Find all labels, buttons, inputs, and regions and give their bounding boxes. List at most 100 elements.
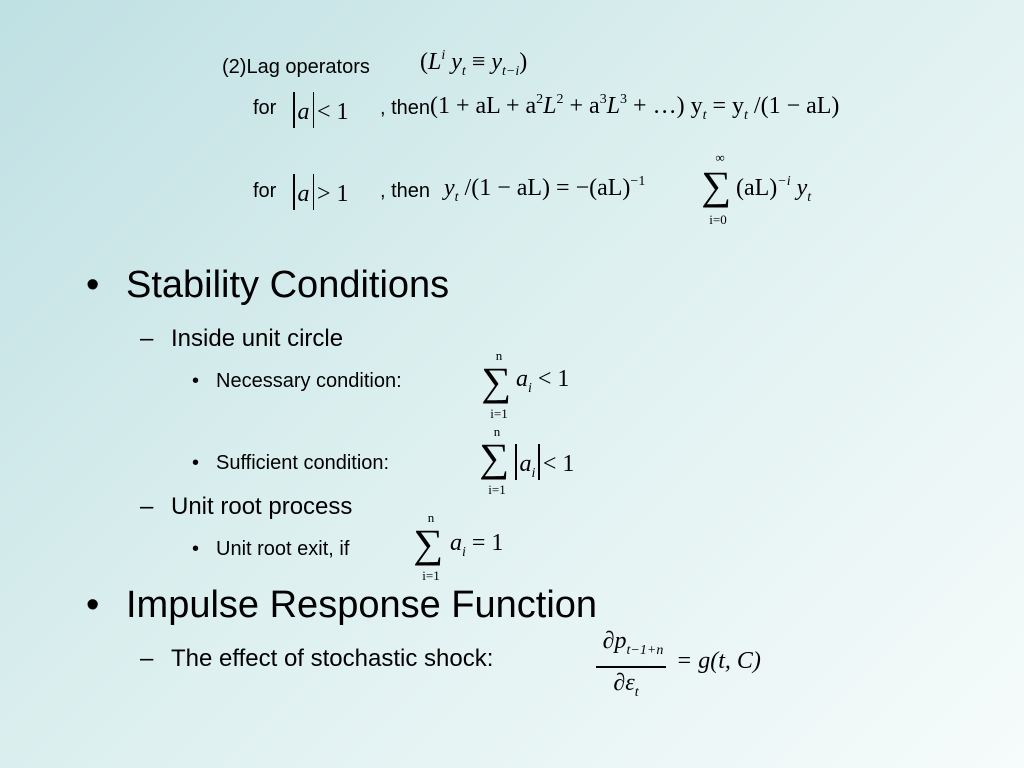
suf-i: i <box>531 466 536 481</box>
derivative-numerator: ∂pt−1+n <box>596 628 670 659</box>
eq2-y: y <box>444 175 455 201</box>
bullet-stability: • <box>86 264 100 306</box>
eq2-mid: /(1 − aL) = −(aL) <box>458 175 631 201</box>
dot-unit-root-exit: • <box>192 538 200 560</box>
impulse-response-heading: Impulse Response Function <box>126 584 598 626</box>
nec-a: a <box>516 366 528 392</box>
sigma-symbol: ∑ <box>701 163 732 208</box>
eq1-L2: L <box>543 93 557 119</box>
eq2-y2: y <box>796 175 808 201</box>
sufficient-sum-operator: n ∑ i=1 <box>478 424 518 500</box>
eq1-L3: L <box>606 93 621 119</box>
fraction-bar <box>596 666 666 668</box>
sufficient-expression: ai < 1 <box>512 444 574 482</box>
abs-bar-right-2 <box>312 174 314 210</box>
necessary-sum-operator: n ∑ i=1 <box>480 348 520 424</box>
abs-bar-left-2 <box>293 174 295 210</box>
unit-root-expression: ai = 1 <box>450 530 503 561</box>
lt-one: < 1 <box>317 99 349 125</box>
eq1-sq2: 2 <box>556 92 564 107</box>
bullet-impulse: • <box>86 584 100 626</box>
num-dp: ∂p <box>602 628 627 654</box>
def-paren-close: ) <box>519 49 528 75</box>
abs-a-2: a <box>297 181 310 207</box>
nec-i: i <box>528 381 532 396</box>
eq2-inv: −1 <box>630 174 646 189</box>
den-sub: t <box>634 685 639 700</box>
abs-a: a <box>297 99 310 125</box>
def-y2: y <box>491 49 502 75</box>
rhs-g: = g(t, C) <box>676 648 761 674</box>
lag-operator-definition: (Li yt ≡ yt−i) <box>420 48 527 80</box>
eq1-rest: + …) y <box>627 93 703 119</box>
eq2-t: t <box>454 190 459 205</box>
ur-a: a <box>450 530 462 556</box>
def-equiv: ≡ <box>471 49 486 75</box>
stochastic-shock-label: The effect of stochastic shock: <box>171 645 494 672</box>
ur-sum-top: n <box>427 510 435 525</box>
then-label-1: , then <box>380 97 431 119</box>
necessary-condition-label: Necessary condition: <box>216 370 402 392</box>
dash-unit-root: – <box>140 493 154 520</box>
necessary-expression: ai < 1 <box>516 366 569 397</box>
suf-a: a <box>519 451 532 477</box>
eq1-cube: 3 <box>599 92 607 107</box>
eq1-plus3: + a <box>563 93 600 119</box>
nec-rel: < 1 <box>537 366 570 392</box>
num-sub: t−1+n <box>626 643 664 658</box>
nec-sum-top: n <box>495 348 503 363</box>
dot-necessary: • <box>192 370 200 392</box>
for-label-2: for <box>253 180 277 202</box>
ur-rel: = 1 <box>471 530 504 556</box>
suf-bar-left <box>515 444 517 480</box>
derivative-denominator: ∂εt <box>596 670 656 701</box>
inverse-equation-rhs: (aL)−i yt <box>736 174 811 206</box>
def-i: i <box>441 48 446 63</box>
sigma-symbol: ∑ <box>481 359 512 404</box>
dash-inside: – <box>140 325 154 352</box>
unit-root-process: Unit root process <box>171 493 353 520</box>
eq1-eq: = y <box>706 93 745 119</box>
def-paren-open: ( <box>420 49 428 75</box>
suf-sum-top: n <box>493 424 501 439</box>
sum-top-infinity: ∞ <box>715 150 725 165</box>
eq1-tail: /(1 − aL) <box>747 93 840 119</box>
suf-rel: < 1 <box>542 451 575 477</box>
sigma-symbol: ∑ <box>479 435 510 480</box>
sum-bottom-i0: i=0 <box>709 212 727 227</box>
def-t: t <box>461 64 466 79</box>
suf-sum-bottom: i=1 <box>488 482 506 497</box>
dot-sufficient: • <box>192 452 200 474</box>
eq1-t2: t <box>744 108 748 123</box>
abs-bar-left <box>293 92 295 128</box>
eq1-lhs: (1 + aL + a <box>430 93 537 119</box>
sufficient-condition-label: Sufficient condition: <box>216 452 390 474</box>
inside-unit-circle: Inside unit circle <box>171 325 344 352</box>
def-y: y <box>451 49 462 75</box>
gt-one: > 1 <box>317 181 349 207</box>
expansion-equation: (1 + aL + a2L2 + a3L3 + …) yt = yt /(1 −… <box>430 92 839 124</box>
unit-root-sum-operator: n ∑ i=1 <box>412 510 452 586</box>
eq1-cube2: 3 <box>620 92 628 107</box>
suf-bar-right <box>538 444 540 480</box>
for-label-1: for <box>253 97 277 119</box>
def-ti: t−i <box>502 64 520 79</box>
stability-heading: Stability Conditions <box>126 264 450 306</box>
eq2-neg-i: −i <box>777 174 791 189</box>
eq1-t: t <box>702 108 707 123</box>
abs-a-lt-1: a < 1 <box>290 92 349 128</box>
def-L: L <box>428 49 442 75</box>
inverse-equation-lhs: yt /(1 − aL) = −(aL)−1 <box>444 174 645 206</box>
abs-bar-right <box>312 92 314 128</box>
eq2-sum-body: (aL) <box>736 175 778 201</box>
nec-sum-bottom: i=1 <box>490 406 508 421</box>
dash-effect: – <box>140 645 154 672</box>
unit-root-exit-label: Unit root exit, if <box>216 538 350 560</box>
derivative-rhs: = g(t, C) <box>676 648 761 675</box>
then-label-2: , then <box>380 180 431 202</box>
ur-i: i <box>462 545 466 560</box>
ur-sum-bottom: i=1 <box>422 568 440 583</box>
abs-a-gt-1: a > 1 <box>290 174 349 210</box>
sigma-symbol: ∑ <box>413 521 444 566</box>
lag-operators-title: (2)Lag operators <box>222 56 370 78</box>
